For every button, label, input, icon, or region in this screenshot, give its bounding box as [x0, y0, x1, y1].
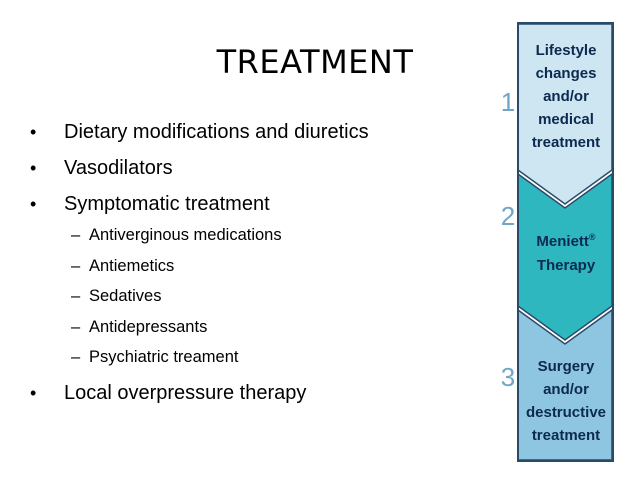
sub-bullet-text: Sedatives [89, 287, 162, 305]
bullet-item: • Vasodilators [26, 150, 476, 186]
sub-bullet-item: – Sedatives [26, 281, 476, 312]
bullet-text: Vasodilators [64, 157, 173, 179]
registered-mark: ® [589, 232, 596, 242]
sub-bullet-dash: – [71, 317, 81, 336]
sub-bullet-dash: – [71, 256, 81, 275]
bullet-text: Symptomatic treatment [64, 193, 270, 215]
sub-bullet-item: – Antiverginous medications [26, 220, 476, 251]
step-2-text: Therapy [537, 257, 596, 274]
step-number: 3 [501, 362, 515, 392]
step-3-text: Surgery [538, 358, 595, 375]
bullet-dot: • [30, 382, 37, 403]
step-2-text: Meniett® [536, 232, 596, 250]
step-3-text: destructive [526, 404, 606, 421]
sub-bullet-text: Antidepressants [89, 317, 208, 336]
slide-title: TREATMENT [216, 43, 414, 81]
sub-bullet-item: – Antidepressants [26, 312, 476, 343]
step-1-text: treatment [532, 134, 600, 151]
sub-bullet-item: – Antiemetics [26, 251, 476, 282]
bullet-text: Local overpressure therapy [64, 381, 307, 404]
bullet-dot: • [30, 194, 37, 214]
treatment-steps-diagram: 1 2 3 Lifestyle changes and/or medical t… [501, 22, 614, 462]
sub-bullet-dash: – [71, 226, 81, 244]
step-1-text: medical [538, 111, 594, 128]
step-2-label: Meniett [536, 233, 589, 250]
bullet-dot: • [30, 158, 37, 178]
bullet-dot: • [30, 122, 37, 142]
step-number: 2 [501, 201, 515, 231]
sub-bullet-text: Antiemetics [89, 256, 175, 275]
step-1-text: Lifestyle [536, 42, 597, 59]
step-3-text: treatment [532, 427, 600, 444]
step-1-text: changes [536, 65, 597, 82]
sub-bullet-dash: – [71, 287, 81, 305]
diagram-frame [517, 22, 614, 462]
bullet-item: • Symptomatic treatment [26, 186, 476, 222]
bullet-text: Dietary modifications and diuretics [64, 121, 369, 143]
bullet-item: • Local overpressure therapy [26, 375, 476, 411]
sub-bullet-text: Psychiatric treament [89, 348, 239, 366]
sub-bullet-item: – Psychiatric treament [26, 342, 476, 373]
step-1-text: and/or [543, 88, 589, 105]
sub-bullet-text: Antiverginous medications [89, 226, 282, 244]
bullet-list: • Dietary modifications and diuretics • … [26, 114, 476, 411]
step-number: 1 [501, 87, 515, 117]
step-3-text: and/or [543, 381, 589, 398]
sub-bullet-dash: – [71, 348, 81, 366]
sub-bullet-list: – Antiverginous medications – Antiemetic… [26, 220, 476, 373]
bullet-item: • Dietary modifications and diuretics [26, 114, 476, 150]
